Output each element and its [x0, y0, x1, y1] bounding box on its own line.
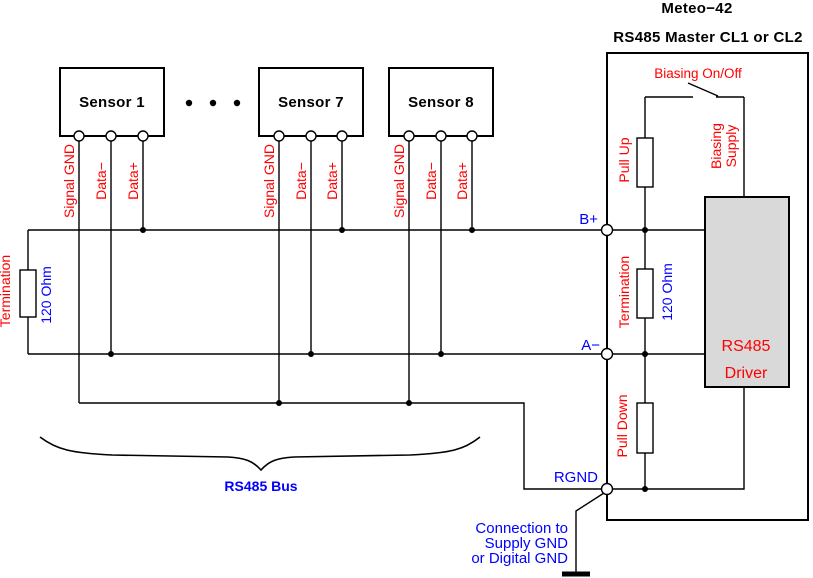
sensor-1-label: Sensor 1 — [79, 94, 145, 111]
terminal-b-plus — [600, 223, 614, 237]
junction-dot — [642, 486, 648, 492]
b-plus-label: B+ — [579, 211, 598, 228]
terminal-rgnd — [600, 482, 614, 496]
sensor-8-box — [388, 67, 494, 137]
terminal-circles — [73, 130, 614, 496]
terminal-circle — [305, 130, 317, 142]
terminal-circle — [105, 130, 117, 142]
sensor-7-data-minus-label: Data− — [293, 162, 309, 200]
left-termination-value: 120 Ohm — [38, 266, 54, 324]
biasing-on-off-label: Biasing On/Off — [654, 66, 742, 81]
terminal-circle — [403, 130, 415, 142]
sensor-1-data-plus-label: Data+ — [125, 162, 141, 200]
pull-down-label: Pull Down — [614, 394, 630, 457]
ellipsis-dot — [209, 99, 217, 107]
sensor-8-data-plus-label: Data+ — [454, 162, 470, 200]
terminal-circle — [466, 130, 478, 142]
terminal-circle — [435, 130, 447, 142]
junction-dot — [140, 227, 146, 233]
sensor-1-data-minus-label: Data− — [93, 162, 109, 200]
left-termination-label: Termination — [0, 255, 13, 327]
sensor-7-label: Sensor 7 — [278, 94, 344, 111]
ground-note-line2: Supply GND — [485, 535, 569, 552]
master-title-line1: Meteo−42 — [661, 0, 732, 17]
sensor-7-wires — [278, 136, 343, 403]
left-termination-resistor — [19, 269, 37, 318]
junction-dot — [406, 400, 412, 406]
junction-dot — [108, 351, 114, 357]
terminal-circle — [273, 130, 285, 142]
pull-up-resistor — [636, 137, 654, 188]
ground-note-line3: or Digital GND — [471, 550, 568, 567]
master-title-line2: RS485 Master CL1 or CL2 — [613, 29, 802, 46]
master-termination-label: Termination — [616, 256, 632, 328]
ground-wire — [575, 492, 605, 572]
junction-dot — [642, 227, 648, 233]
sensor-1-signal-gnd-label: Signal GND — [61, 144, 77, 218]
pull-down-resistor — [636, 402, 654, 454]
pull-up-label: Pull Up — [616, 137, 632, 182]
junction-dot — [469, 227, 475, 233]
rs485-driver-box — [704, 196, 790, 388]
junction-dot — [308, 351, 314, 357]
terminal-circle — [336, 130, 348, 142]
ground-note-line1: Connection to — [475, 520, 568, 537]
driver-label-line1: RS485 — [722, 338, 771, 355]
sensor-8-data-minus-label: Data− — [423, 162, 439, 200]
junction-dot — [438, 351, 444, 357]
ellipsis-dot — [185, 99, 193, 107]
terminal-circle — [73, 130, 85, 142]
junction-dot — [642, 351, 648, 357]
sensor-ellipsis — [185, 99, 241, 107]
bus-wire-signal-gnd — [79, 387, 745, 490]
bus-brace — [39, 436, 481, 472]
sensor-7-signal-gnd-label: Signal GND — [261, 144, 277, 218]
sensor-8-signal-gnd-label: Signal GND — [391, 144, 407, 218]
a-minus-label: A− — [581, 337, 600, 354]
sensor-7-data-plus-label: Data+ — [324, 162, 340, 200]
rgnd-label: RGND — [554, 469, 598, 486]
ellipsis-dot — [233, 99, 241, 107]
sensor-8-label: Sensor 8 — [408, 94, 474, 111]
sensor-1-wires — [78, 136, 144, 403]
sensor-8-wires — [408, 136, 473, 403]
terminal-circle — [137, 130, 149, 142]
master-termination-resistor — [636, 268, 654, 319]
rs485-bus-label: RS485 Bus — [224, 478, 297, 494]
terminal-a-minus — [600, 347, 614, 361]
master-enclosure-box — [606, 52, 809, 521]
junction-dots — [108, 227, 648, 492]
master-termination-value: 120 Ohm — [659, 263, 675, 321]
biasing-switch-wires — [645, 82, 745, 197]
biasing-supply-label-line1: Biasing — [708, 123, 724, 169]
biasing-supply-label-line2: Supply — [723, 125, 739, 168]
junction-dot — [339, 227, 345, 233]
junction-dot — [276, 400, 282, 406]
driver-label-line2: Driver — [725, 365, 768, 382]
